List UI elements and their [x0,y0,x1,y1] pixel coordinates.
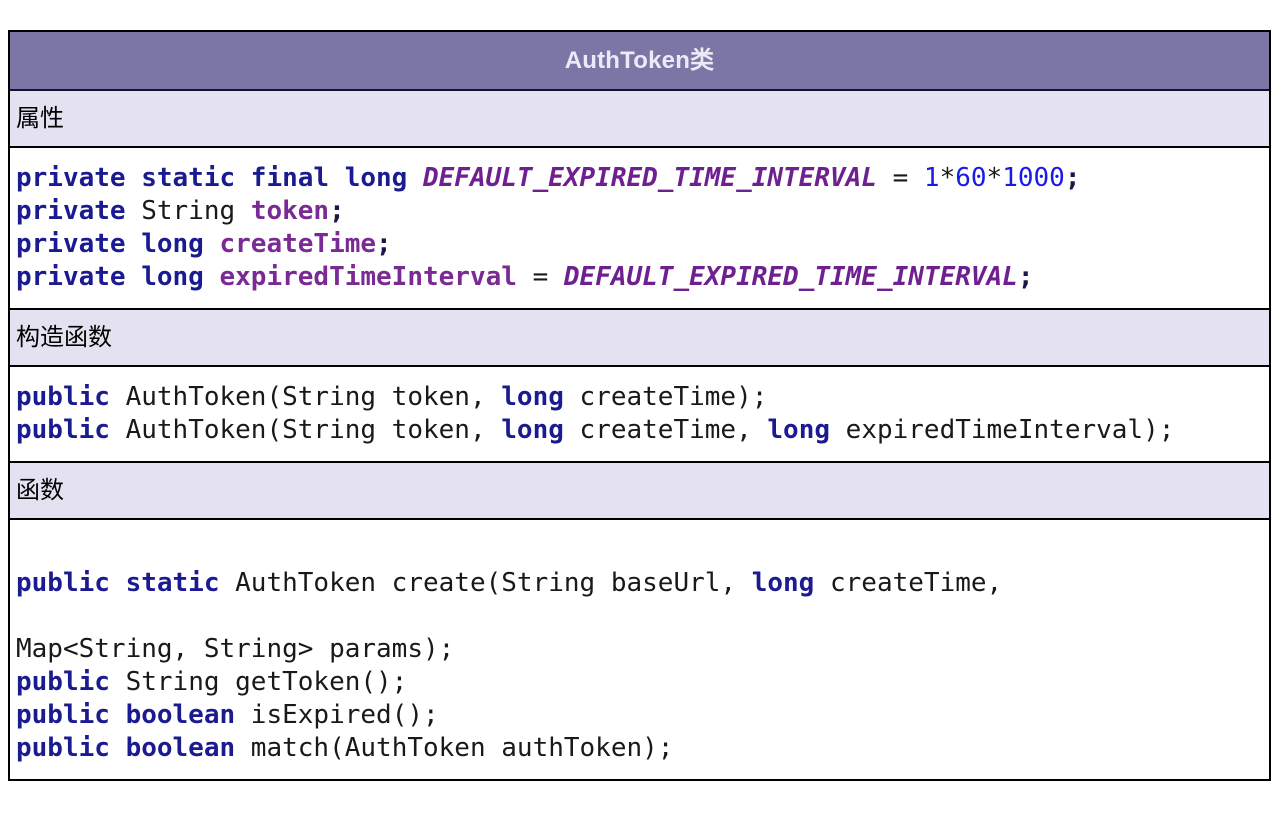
code-token-kw: public [16,667,110,697]
code-token-kw: private [16,196,126,226]
code-token-kw: public [16,415,110,445]
code-token-kw: public [16,382,110,412]
code-line [16,600,1263,633]
code-token-field: expiredTimeInterval [219,262,517,292]
code-token-plain [204,229,220,259]
code-token-plain: = [516,262,564,292]
code-line: public AuthToken(String token, long crea… [16,381,1263,414]
code-token-plain: * [986,163,1003,193]
code-token-const: DEFAULT_EXPIRED_TIME_INTERVAL [563,262,1018,292]
code-line: public boolean match(AuthToken authToken… [16,732,1263,765]
code-token-plain: * [939,163,956,193]
code-token-kw: private static final long [16,163,408,193]
code-token-plain: Map<String, String> params); [16,634,455,664]
code-line: private static final long DEFAULT_EXPIRE… [16,162,1263,195]
code-line: Map<String, String> params); [16,633,1263,666]
code-token-punct: ; [1017,262,1034,292]
code-token-plain: createTime, [563,415,768,445]
code-token-plain: AuthToken(String token, [109,382,502,412]
code-cell-1: public AuthToken(String token, long crea… [10,367,1269,463]
code-token-kw: long [767,415,831,445]
section-header-2: 函数 [10,463,1269,520]
code-token-punct: ; [1064,163,1081,193]
code-cell-0: private static final long DEFAULT_EXPIRE… [10,148,1269,310]
code-cell-2: public static AuthToken create(String ba… [10,520,1269,779]
code-token-kw: public boolean [16,733,236,763]
code-line: public boolean isExpired(); [16,699,1263,732]
code-line: private String token; [16,195,1263,228]
section-header-0: 属性 [10,91,1269,148]
class-title: AuthToken类 [10,32,1269,91]
code-token-kw: private long [16,229,204,259]
code-token-num: 60 [955,163,987,193]
code-token-plain: createTime, [814,568,1003,598]
code-token-kw: private long [16,262,204,292]
code-token-const: DEFAULT_EXPIRED_TIME_INTERVAL [423,163,877,193]
code-token-field: token [250,196,330,226]
code-token-num: 1000 [1002,163,1065,193]
code-token-plain: isExpired(); [235,700,439,730]
code-token-plain: AuthToken create(String baseUrl, [219,568,752,598]
code-token-num: 1 [923,163,940,193]
code-line: public AuthToken(String token, long crea… [16,414,1263,447]
code-token-plain: String getToken(); [109,667,408,697]
code-token-kw: long [751,568,815,598]
code-token-plain: match(AuthToken authToken); [235,733,674,763]
code-token-plain: AuthToken(String token, [109,415,502,445]
code-token-plain [407,163,423,193]
code-token-punct: ; [329,196,345,226]
code-line: public String getToken(); [16,666,1263,699]
code-token-field: createTime [219,229,377,259]
sections-container: 属性 private static final long DEFAULT_EXPI… [10,91,1269,779]
code-line: public static AuthToken create(String ba… [16,567,1263,600]
code-token-plain: = [876,163,924,193]
code-token-kw: public boolean [16,700,236,730]
code-token-kw: long [501,382,564,412]
code-token-kw: public static [16,568,220,598]
code-line: private long expiredTimeInterval = DEFAU… [16,261,1263,294]
code-token-plain [204,262,220,292]
code-line: private long createTime; [16,228,1263,261]
code-token-plain: createTime); [563,382,768,412]
code-line [16,534,1263,567]
code-token-kw: long [501,415,564,445]
code-token-plain: expiredTimeInterval); [830,415,1175,445]
section-header-1: 构造函数 [10,310,1269,367]
code-token-punct: ; [376,229,392,259]
class-definition-table: AuthToken类 属性 private static final long D… [8,30,1271,781]
code-token-plain: String [125,196,251,226]
